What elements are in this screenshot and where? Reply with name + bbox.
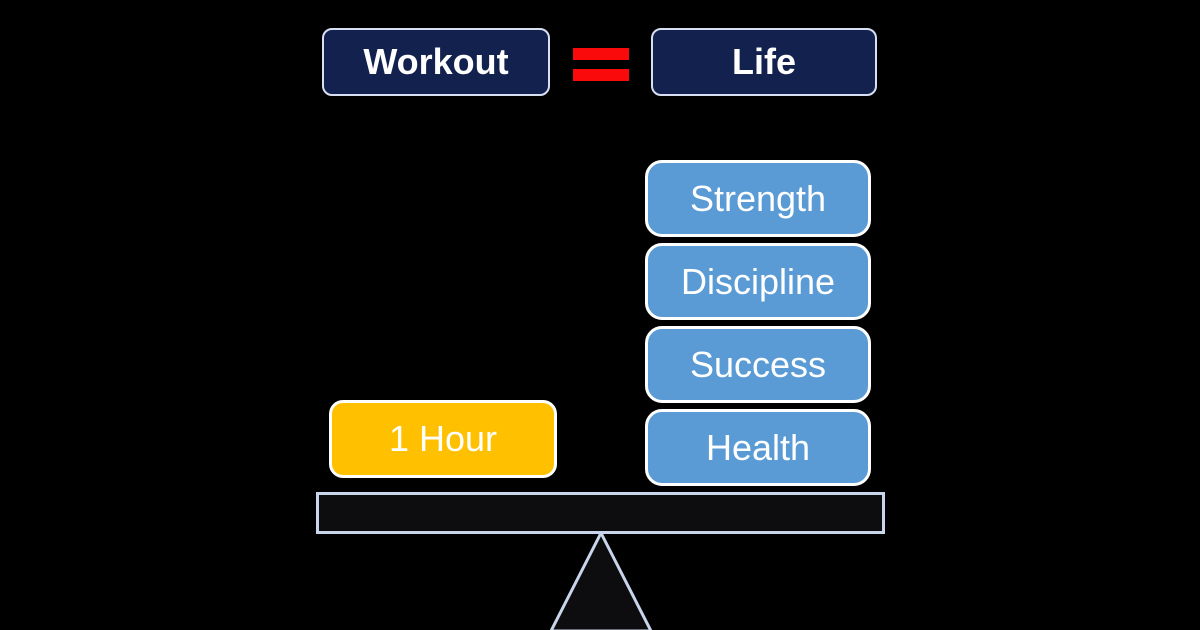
equals-icon [573,48,629,81]
life-box: Life [651,28,877,96]
workout-box: Workout [322,28,550,96]
benefit-box-strength: Strength [645,160,871,237]
benefit-box-health: Health [645,409,871,486]
benefit-box-success: Success [645,326,871,403]
one-hour-box: 1 Hour [329,400,557,478]
benefit-box-discipline: Discipline [645,243,871,320]
fulcrum-triangle-icon [549,531,653,630]
equals-top-bar [573,48,629,60]
balance-beam [316,492,885,534]
equals-bottom-bar [573,69,629,81]
